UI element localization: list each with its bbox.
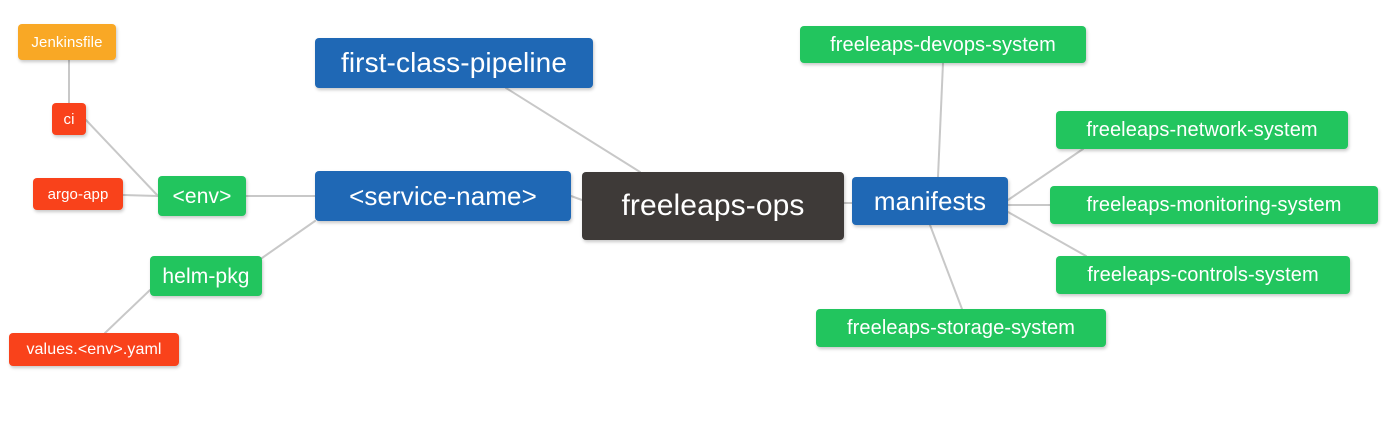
node-helm-pkg[interactable]: helm-pkg (150, 256, 262, 296)
node-ci[interactable]: ci (52, 103, 86, 135)
node-argo-app[interactable]: argo-app (33, 178, 123, 210)
node-storage-system[interactable]: freeleaps-storage-system (816, 309, 1106, 347)
node-manifests[interactable]: manifests (852, 177, 1008, 225)
node-first-class-pipeline[interactable]: first-class-pipeline (315, 38, 593, 88)
node-jenkinsfile[interactable]: Jenkinsfile (18, 24, 116, 60)
edge-manifests-to-devops-system (937, 62, 944, 178)
node-values-yaml[interactable]: values.<env>.yaml (9, 333, 179, 366)
edge-manifests-to-storage-system (929, 224, 963, 310)
node-devops-system[interactable]: freeleaps-devops-system (800, 26, 1086, 63)
edge-service-name-to-helm-pkg (261, 220, 316, 259)
edge-service-name-to-freeleaps-ops (570, 195, 583, 201)
node-controls-system[interactable]: freeleaps-controls-system (1056, 256, 1350, 294)
edge-helm-pkg-to-values-yaml (104, 289, 151, 334)
node-service-name[interactable]: <service-name> (315, 171, 571, 221)
node-env[interactable]: <env> (158, 176, 246, 216)
node-freeleaps-ops[interactable]: freeleaps-ops (582, 172, 844, 240)
node-network-system[interactable]: freeleaps-network-system (1056, 111, 1348, 149)
node-monitoring-system[interactable]: freeleaps-monitoring-system (1050, 186, 1378, 224)
edge-first-class-pipeline-to-freeleaps-ops (505, 87, 641, 173)
edge-argo-app-to-env (122, 194, 159, 197)
